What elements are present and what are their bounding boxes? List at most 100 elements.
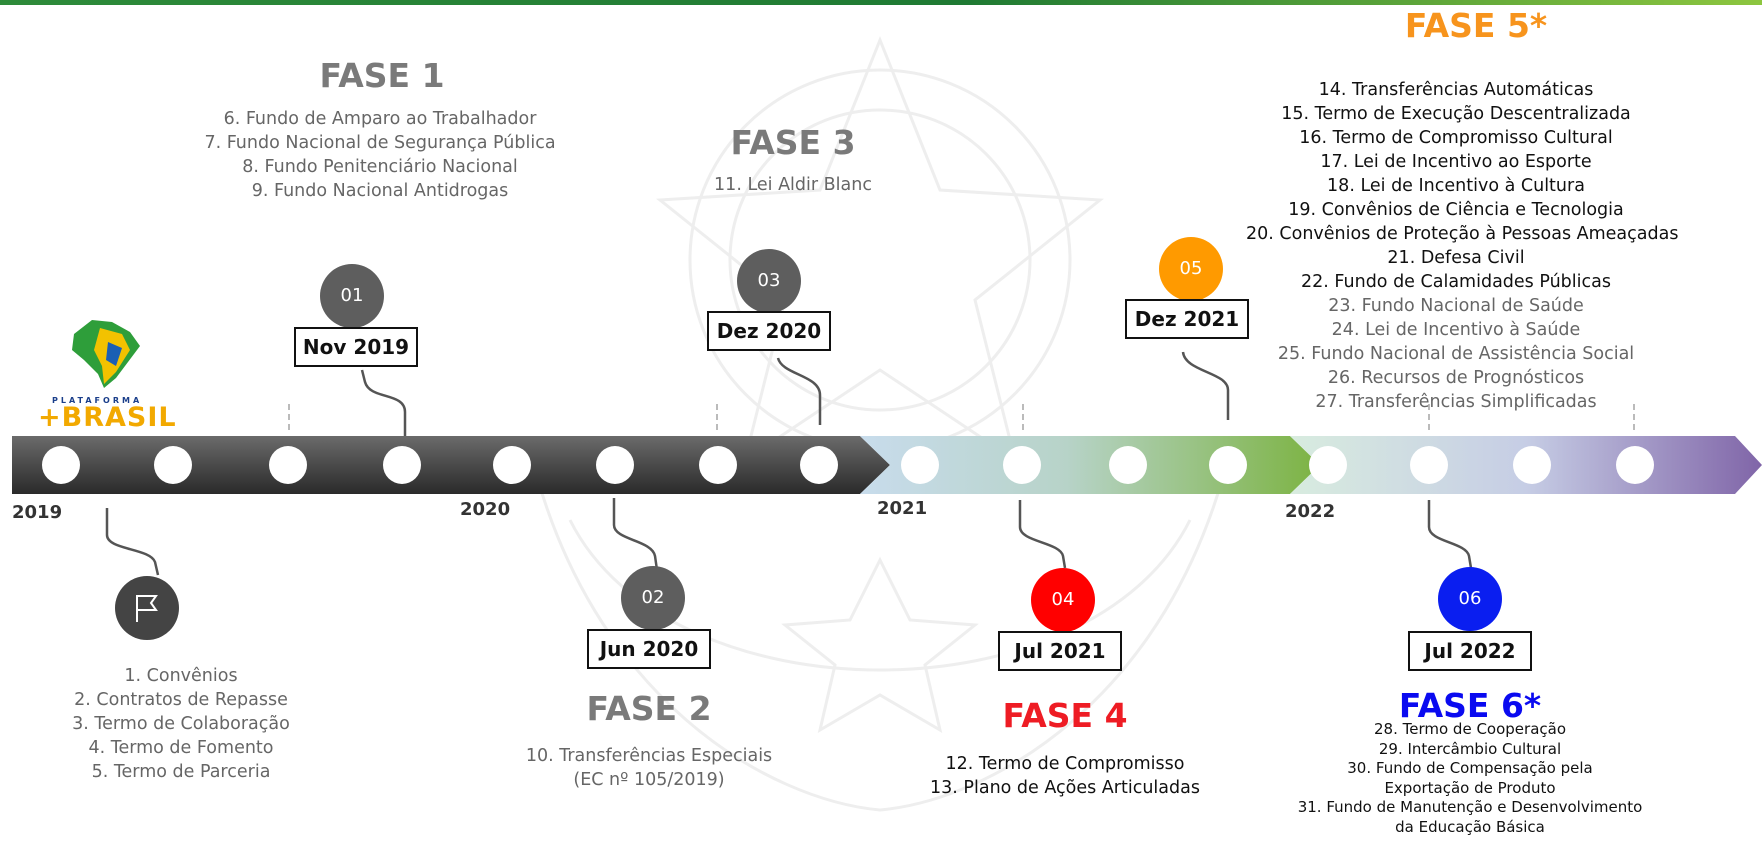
fase5-item: 26. Recursos de Prognósticos [1327,368,1585,388]
fase3-items: 11. Lei Aldir Blanc [643,173,943,197]
timeline-tick [288,404,290,430]
fase5-item: 17. Lei de Incentivo ao Esporte [1320,152,1592,172]
fase6-item: 30. Fundo de Compensação pela [1347,759,1593,777]
connector-05 [1181,351,1230,420]
milestone-04-date: Jul 2021 [998,631,1122,671]
logo-title: +BRASIL [38,402,177,433]
connector-03 [776,357,822,425]
timeline-dot [1616,446,1654,484]
milestone-03-circle: 03 [737,249,801,313]
timeline-dot [1003,446,1041,484]
fase1-item: 9. Fundo Nacional Antidrogas [251,181,509,201]
milestone-02-date: Jun 2020 [587,629,711,669]
milestone-06-date: Jul 2022 [1408,631,1532,671]
timeline-dot [699,446,737,484]
fase5-title: FASE 5* [1404,6,1548,45]
fase2-items: 10. Transferências Especiais (EC nº 105/… [499,744,799,792]
milestone-01-circle: 01 [320,264,384,328]
fase4-item: 13. Plano de Ações Articuladas [930,778,1200,798]
fase6-item: 28. Termo de Cooperação [1374,720,1566,738]
timeline-dot [383,446,421,484]
milestone-02-circle: 02 [621,566,685,630]
milestone-06-circle: 06 [1438,567,1502,631]
connector-06 [1427,500,1473,569]
fase4-title: FASE 4 [1002,696,1128,735]
flag-icon [136,595,158,622]
milestone-05-date: Dez 2021 [1125,299,1249,339]
fase2-title: FASE 2 [586,689,712,728]
start-item: 2. Contratos de Repasse [74,690,288,710]
brazil-map-icon [72,320,140,388]
timeline-tick [1633,404,1635,430]
fase5-item: 21. Defesa Civil [1387,248,1525,268]
start-items: 1. Convênios 2. Contratos de Repasse 3. … [36,664,326,784]
start-item: 4. Termo de Fomento [88,738,274,758]
fase6-item: da Educação Básica [1395,817,1545,836]
fase5-item: 14. Transferências Automáticas [1318,80,1594,100]
fase3-title: FASE 3 [730,123,856,162]
year-label-2020: 2020 [460,499,511,520]
timeline-dot [800,446,838,484]
fase6-items: 28. Termo de Cooperação 29. Intercâmbio … [1270,720,1670,837]
fase5-item: 15. Termo de Execução Descentralizada [1281,104,1631,124]
fase5-item: 25. Fundo Nacional de Assistência Social [1277,344,1635,364]
milestone-05-circle: 05 [1159,237,1223,301]
start-item: 1. Convênios [124,666,238,686]
plataforma-brasil-logo: PLATAFORMA +BRASIL [38,316,176,436]
fase1-item: 6. Fundo de Amparo ao Trabalhador [223,109,537,129]
timeline-dot [596,446,634,484]
year-label-2022: 2022 [1285,501,1336,522]
timeline-dot [154,446,192,484]
year-label-2021: 2021 [877,498,928,519]
connector-start [105,508,160,576]
fase5-item: 19. Convênios de Ciência e Tecnologia [1288,200,1624,220]
timeline-dot [1513,446,1551,484]
fase5-item: 16. Termo de Compromisso Cultural [1299,128,1613,148]
timeline-dot [901,446,939,484]
fase5-items: 14. Transferências Automáticas 15. Termo… [1246,78,1679,414]
fase6-item: Exportação de Produto [1384,778,1556,797]
start-item: 3. Termo de Colaboração [72,714,290,734]
connector-02 [612,498,659,571]
timeline-dot [1109,446,1147,484]
fase6-title: FASE 6* [1398,686,1542,725]
timeline-tick [716,404,718,430]
top-accent-bar [0,0,1762,5]
fase5-item: 27. Transferências Simplificadas [1315,392,1597,412]
year-label-2019: 2019 [12,502,63,523]
timeline-tick [1022,404,1024,430]
fase5-item: 23. Fundo Nacional de Saúde [1328,296,1584,316]
timeline-dot [1309,446,1347,484]
fase5-item: 22. Fundo de Calamidades Públicas [1301,272,1611,292]
fase6-item: 29. Intercâmbio Cultural [1378,739,1562,758]
fase4-items: 12. Termo de Compromisso 13. Plano de Aç… [915,752,1215,800]
timeline-dot [269,446,307,484]
fase5-item: 18. Lei de Incentivo à Cultura [1327,176,1585,196]
timeline-dot [1410,446,1448,484]
logo-subtitle: PLATAFORMA [52,396,143,405]
start-milestone-circle [115,576,179,640]
milestone-04-circle: 04 [1031,568,1095,632]
timeline-dot [1209,446,1247,484]
fase2-item: (EC nº 105/2019) [573,770,725,790]
fase5-item: 24. Lei de Incentivo à Saúde [1331,320,1581,340]
milestone-03-date: Dez 2020 [707,311,831,351]
connector-04 [1018,500,1067,569]
fase1-title: FASE 1 [319,56,445,95]
fase1-item: 8. Fundo Penitenciário Nacional [242,157,518,177]
connector-01 [360,369,407,436]
timeline-tick [1428,404,1430,430]
fase6-item: 31. Fundo de Manutenção e Desenvolviment… [1297,798,1643,816]
arrow-segment-green [860,436,1320,494]
fase5-item: 20. Convênios de Proteção à Pessoas Amea… [1246,224,1679,244]
timeline-dot [42,446,80,484]
fase2-item: 10. Transferências Especiais [525,746,773,766]
arrow-segment-gray [12,436,890,494]
fase3-item: 11. Lei Aldir Blanc [714,175,872,195]
fase1-item: 7. Fundo Nacional de Segurança Pública [204,133,556,153]
fase1-items: 6. Fundo de Amparo ao Trabalhador 7. Fun… [170,107,590,203]
start-item: 5. Termo de Parceria [91,762,271,782]
milestone-01-date: Nov 2019 [294,327,418,367]
timeline-dot [493,446,531,484]
fase4-item: 12. Termo de Compromisso [945,754,1185,774]
